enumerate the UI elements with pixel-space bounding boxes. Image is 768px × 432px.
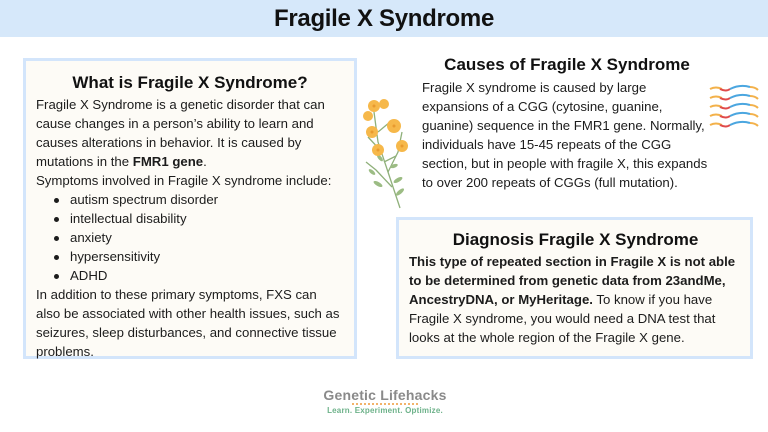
intro-text: Fragile X Syndrome is a genetic disorder… [36,97,325,169]
what-is-body: Fragile X Syndrome is a genetic disorder… [36,95,344,361]
symptoms-list: autism spectrum disorder intellectual di… [36,190,344,285]
symptom-item: hypersensitivity [54,247,344,266]
symptoms-intro: Symptoms involved in Fragile X syndrome … [36,173,332,188]
what-is-outro: In addition to these primary symptoms, F… [36,287,340,359]
what-is-intro: Fragile X Syndrome is a genetic disorder… [36,95,344,171]
causes-section: Causes of Fragile X Syndrome Fragile X s… [422,55,712,192]
fmr1-gene-bold: FMR1 gene [132,154,204,169]
what-is-title: What is Fragile X Syndrome? [72,73,308,92]
logo-tagline: Learn. Experiment. Optimize. [327,406,443,415]
logo-name: Genetic Lifehacks [323,387,447,403]
diagnosis-body: This type of repeated section in Fragile… [409,252,742,347]
symptom-item: autism spectrum disorder [54,190,344,209]
logo-divider [352,403,418,405]
causes-title: Causes of Fragile X Syndrome [444,55,690,74]
diagnosis-title: Diagnosis Fragile X Syndrome [452,230,699,249]
genetic-lifehacks-logo: Genetic Lifehacks Learn. Experiment. Opt… [300,387,470,416]
symptom-item: anxiety [54,228,344,247]
symptom-item: ADHD [54,266,344,285]
causes-text: Fragile X syndrome is caused by large ex… [422,80,708,190]
what-is-panel: What is Fragile X Syndrome? Fragile X Sy… [23,58,357,359]
diagnosis-text: To know if you have Fragile X syndrome, … [409,292,716,345]
diagnosis-panel: Diagnosis Fragile X Syndrome This type o… [396,217,753,359]
page-title: Fragile X Syndrome [274,4,494,32]
flowering-plant-icon [358,92,414,210]
intro-end: . [203,154,207,169]
diagnosis-bold-text: This type of repeated section in Fragile… [409,254,736,307]
page-header: Fragile X Syndrome [0,0,768,37]
dna-strands-icon [708,84,760,130]
symptom-item: intellectual disability [54,209,344,228]
